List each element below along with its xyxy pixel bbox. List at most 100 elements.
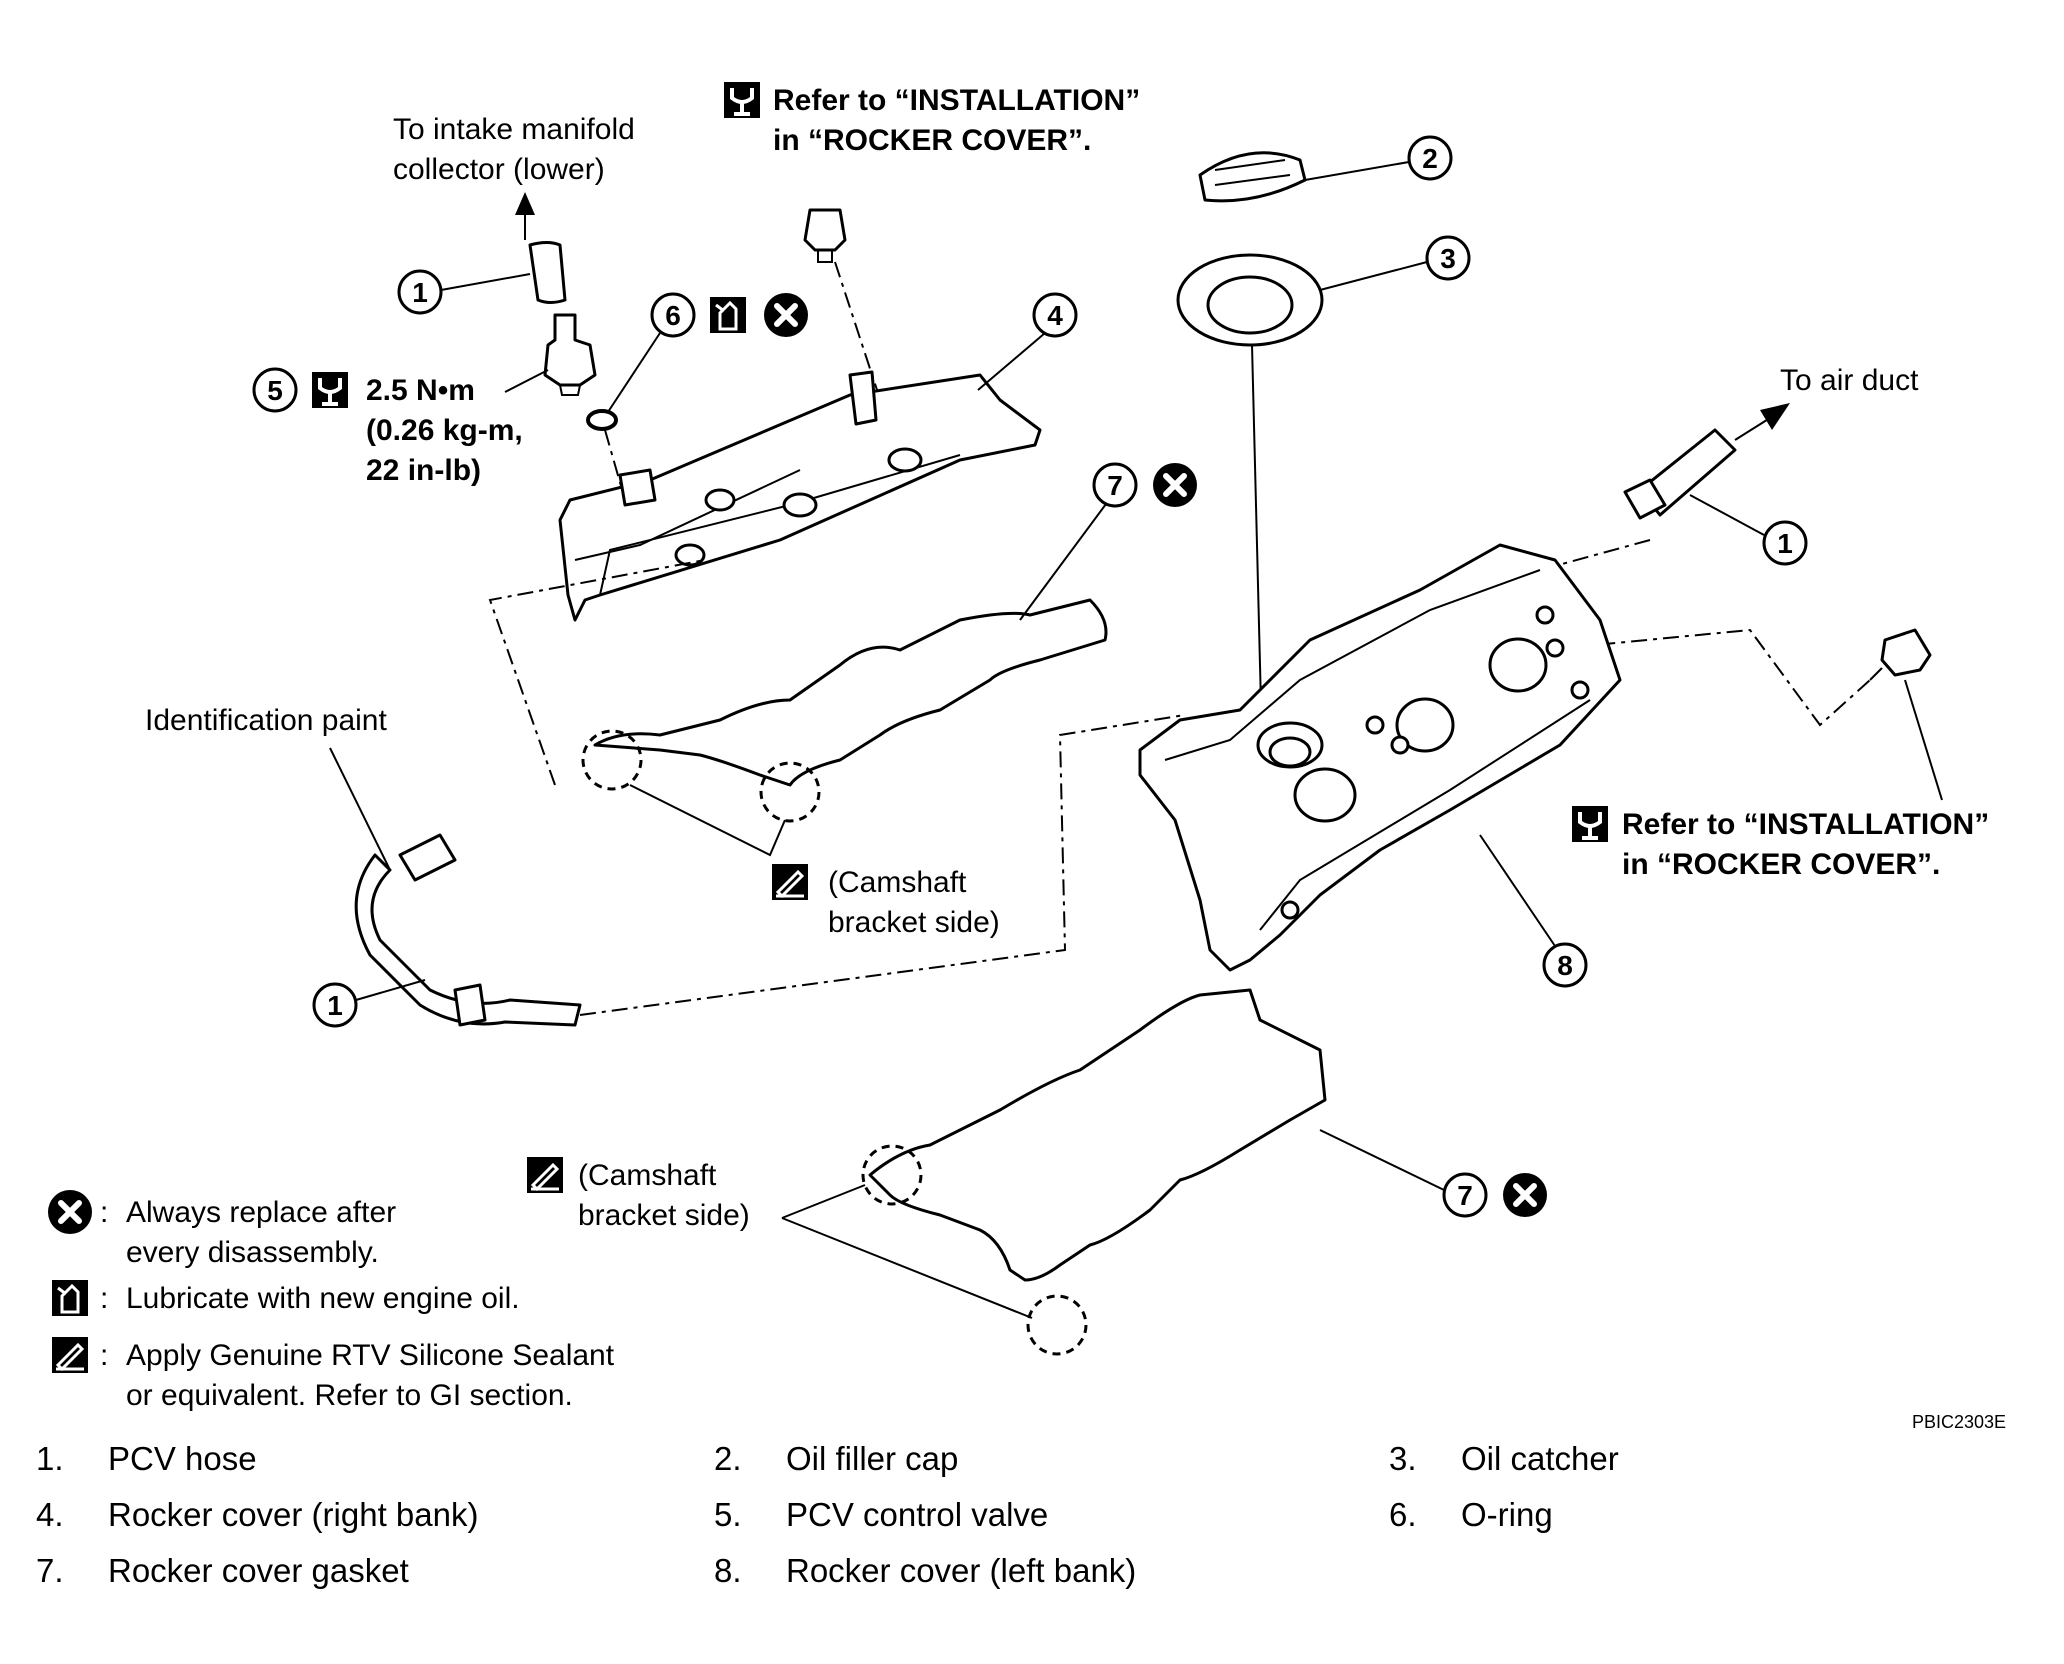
- installation-top-line-2: in “ROCKER COVER”.: [773, 124, 1091, 157]
- torque-wrench-icon: [310, 370, 350, 410]
- leader-1-bottom: [355, 979, 426, 1001]
- leader-6: [607, 332, 661, 413]
- item-number: 5.: [714, 1496, 742, 1533]
- part-number-1-top: 1: [397, 269, 443, 315]
- legend-oil-can-icon: [50, 1278, 90, 1318]
- air-duct-arrow-head: [1760, 403, 1790, 430]
- leader-7-bottom: [1319, 1129, 1445, 1191]
- parts-list: 1. PCV hose 2. Oil filler cap 3. Oil cat…: [36, 1440, 2036, 1608]
- installation-right-line-1: Refer to “INSTALLATION”: [1622, 808, 1989, 841]
- gasket-upper: [581, 598, 1108, 823]
- legend-replace-line-2: every disassembly.: [126, 1236, 379, 1269]
- part-number-4: 4: [1032, 292, 1078, 338]
- part-number-2-text: 2: [1422, 143, 1438, 174]
- torque-line-1: 2.5 N•m: [366, 374, 475, 407]
- intake-callout-line-2: collector (lower): [393, 153, 605, 186]
- part-number-2: 2: [1407, 135, 1453, 181]
- legend-x-circle-icon: [48, 1190, 92, 1234]
- o-ring-dashline: [604, 429, 626, 501]
- torque-wrench-icon-right: [1570, 804, 1610, 844]
- sealant-tube-icon-1: [770, 862, 810, 902]
- item-number: 6.: [1389, 1496, 1417, 1533]
- legend-lubricate-colon: :: [100, 1282, 108, 1315]
- x-circle-icon-6: [764, 293, 808, 337]
- installation-top-line-1: Refer to “INSTALLATION”: [773, 84, 1140, 117]
- part-number-7b: 7: [1457, 1180, 1473, 1211]
- parts-list-row: 7. Rocker cover gasket 8. Rocker cover (…: [36, 1552, 2036, 1608]
- routing-dash-right: [1439, 628, 1871, 727]
- item-name: Oil catcher: [1461, 1440, 1619, 1477]
- legend-replace-colon: :: [100, 1196, 108, 1229]
- installation-top-callout: Refer to “INSTALLATION” in “ROCKER COVER…: [722, 80, 1140, 157]
- part-number-3: 3: [1425, 235, 1471, 281]
- item-number: 4.: [36, 1496, 64, 1533]
- part-number-1b: 1: [327, 990, 343, 1021]
- pcv-hose-lower: [354, 833, 582, 1027]
- item-name: O-ring: [1461, 1496, 1553, 1533]
- item-number: 3.: [1389, 1440, 1417, 1477]
- routing-dash-airduct: [1539, 539, 1651, 571]
- legend-sealant-line-2: or equivalent. Refer to GI section.: [126, 1379, 573, 1412]
- part-number-5: 5: [252, 367, 298, 413]
- oil-catcher-line: [1251, 344, 1263, 746]
- item-name: Rocker cover (left bank): [786, 1552, 1137, 1589]
- oil-catcher: [1176, 253, 1324, 347]
- intake-arrow-head: [515, 192, 535, 215]
- routing-dash-bottom: [579, 714, 1186, 1016]
- figure-code: PBIC2303E: [1912, 1412, 2006, 1432]
- rocker-bolt-top: [803, 208, 847, 263]
- item-name: PCV control valve: [786, 1496, 1049, 1533]
- legend-sealant-icon: [50, 1335, 90, 1375]
- parts-list-row: 4. Rocker cover (right bank) 5. PCV cont…: [36, 1496, 2036, 1552]
- camshaft-leader-2: [781, 1184, 1033, 1319]
- parts-list-row: 1. PCV hose 2. Oil filler cap 3. Oil cat…: [36, 1440, 2036, 1496]
- part-number-8-text: 8: [1557, 950, 1573, 981]
- torque-line-3: 22 in-lb): [366, 454, 481, 487]
- item-number: 8.: [714, 1552, 742, 1589]
- item-number: 2.: [714, 1440, 742, 1477]
- part-number-3-text: 3: [1440, 243, 1456, 274]
- x-circle-icon-7-top: [1153, 463, 1197, 507]
- rocker-bolt-right: [1869, 628, 1932, 681]
- part-number-7-bottom: 7: [1442, 1172, 1488, 1218]
- part-number-1a: 1: [412, 277, 428, 308]
- camshaft-side-1-line-2: bracket side): [828, 906, 1000, 939]
- pcv-hose-upper: [528, 241, 567, 304]
- x-circle-icon-7-bottom: [1503, 1173, 1547, 1217]
- air-duct-arrow: [1734, 417, 1771, 441]
- part-number-7-top: 7: [1092, 462, 1138, 508]
- part-number-1-bottom-left: 1: [312, 982, 358, 1028]
- air-duct-label: To air duct: [1780, 364, 1919, 397]
- torque-line-2: (0.26 kg-m,: [366, 414, 523, 447]
- part-number-1c: 1: [1777, 528, 1793, 559]
- item-name: Rocker cover gasket: [108, 1552, 409, 1589]
- part-number-8: 8: [1542, 942, 1588, 988]
- part-number-7a: 7: [1107, 470, 1123, 501]
- part-number-6: 6: [650, 292, 696, 338]
- part-number-1-right: 1: [1762, 520, 1808, 566]
- gasket-lower: [861, 988, 1327, 1356]
- oil-can-icon: [708, 295, 748, 335]
- leader-8: [1479, 834, 1556, 947]
- item-number: 7.: [36, 1552, 64, 1589]
- part-number-5-text: 5: [267, 375, 283, 406]
- item-name: PCV hose: [108, 1440, 257, 1477]
- rocker-cover-right-bank: [558, 370, 1042, 622]
- intake-callout-line-1: To intake manifold: [393, 113, 635, 146]
- camshaft-leader-1: [629, 784, 786, 857]
- pcv-hose-right: [1623, 428, 1737, 520]
- routing-dash-left: [488, 559, 706, 786]
- legend-replace-line-1: Always replace after: [126, 1196, 396, 1229]
- leader-2: [1304, 161, 1410, 181]
- leader-5: [504, 369, 549, 393]
- leader-1-top: [440, 273, 531, 291]
- leader-3: [1319, 261, 1428, 291]
- camshaft-side-1-line-1: (Camshaft: [828, 866, 967, 899]
- item-name: Oil filler cap: [786, 1440, 959, 1477]
- legend-sealant-line-1: Apply Genuine RTV Silicone Sealant: [126, 1339, 615, 1372]
- leader-installation-right: [1904, 679, 1943, 801]
- part-number-4-text: 4: [1047, 300, 1063, 331]
- identification-paint-leader: [329, 747, 391, 871]
- legend-sealant-colon: :: [100, 1339, 108, 1372]
